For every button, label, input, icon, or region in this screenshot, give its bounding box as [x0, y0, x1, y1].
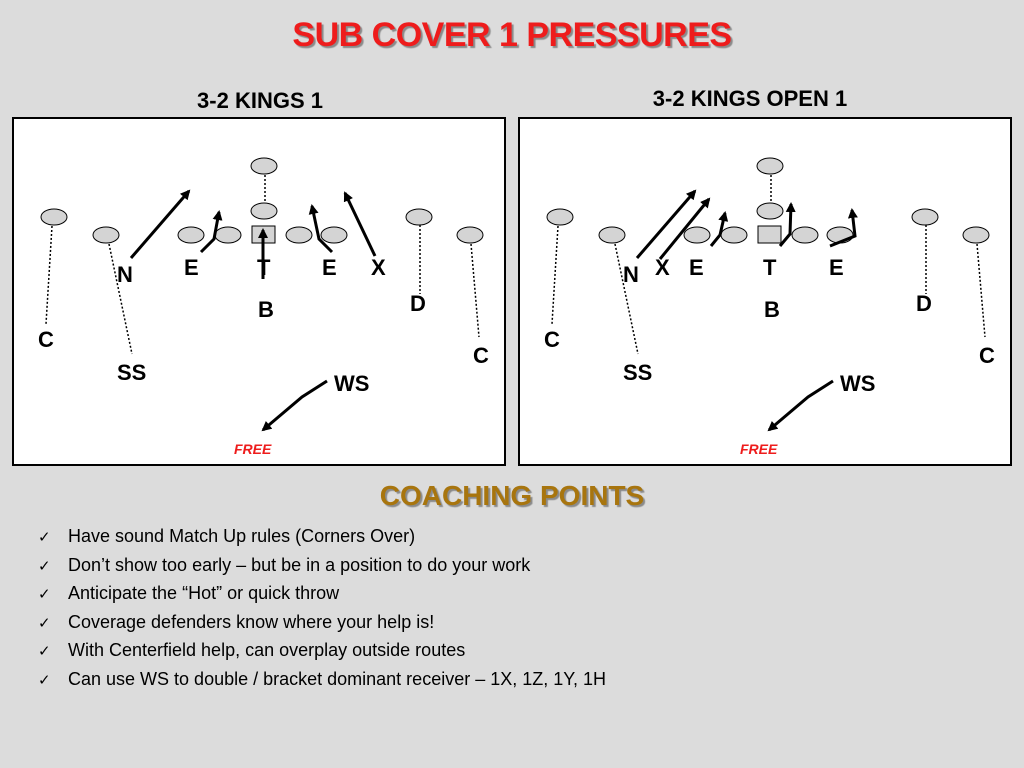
offense-player — [405, 208, 433, 226]
label-ws: WS — [334, 371, 369, 396]
play-diagram-svg: N E T E X B D C C SS WS FREE — [38, 157, 489, 457]
rush-arrow — [199, 210, 223, 254]
label-ss: SS — [117, 360, 146, 385]
list-item: ✓ Coverage defenders know where your help… — [38, 609, 606, 638]
offense-player — [285, 226, 313, 244]
list-item: ✓ Anticipate the “Hot” or quick throw — [38, 580, 606, 609]
label-ss: SS — [623, 360, 652, 385]
offense-player — [791, 226, 819, 244]
offense-player — [250, 202, 278, 220]
label-e: E — [322, 255, 337, 280]
rush-arrow — [829, 208, 858, 248]
page-title: SUB COVER 1 PRESSURES — [292, 16, 732, 54]
label-n: N — [623, 262, 639, 287]
rush-arrow — [658, 197, 711, 260]
label-free: FREE — [234, 441, 272, 457]
list-item-text: Can use WS to double / bracket dominant … — [68, 668, 606, 689]
play-diagram-svg: N X E T E B D C C SS WS FREE — [544, 157, 995, 457]
label-b: B — [258, 297, 274, 322]
label-e: E — [829, 255, 844, 280]
list-item-text: Coverage defenders know where your help … — [68, 611, 435, 632]
offense-player — [92, 226, 120, 244]
offense-player — [456, 226, 484, 244]
offense-player — [214, 226, 242, 244]
coaching-points-list: ✓ Have sound Match Up rules (Corners Over… — [38, 523, 606, 694]
rush-arrow — [709, 211, 729, 247]
offense-player — [720, 226, 748, 244]
check-mark-icon: ✓ — [38, 642, 51, 660]
list-item: ✓ With Centerfield help, can overplay out… — [38, 637, 606, 666]
coaching-points-title: COACHING POINTS — [379, 480, 645, 511]
offense-player — [756, 157, 784, 175]
offense-player — [962, 226, 990, 244]
center-player — [757, 225, 782, 244]
offense-player — [598, 226, 626, 244]
drop-arrow — [767, 379, 834, 432]
label-b: B — [764, 297, 780, 322]
coverage-line — [614, 243, 639, 355]
label-c: C — [473, 343, 489, 368]
label-ws: WS — [840, 371, 875, 396]
check-mark-icon: ✓ — [38, 670, 51, 689]
offense-player — [40, 208, 68, 226]
offense-player — [683, 226, 711, 244]
offense-player — [911, 208, 939, 226]
list-item-text: Don’t show too early – but be in a posit… — [68, 554, 531, 575]
label-d: D — [916, 291, 932, 316]
check-mark-icon: ✓ — [38, 613, 51, 632]
coverage-line — [976, 243, 986, 338]
check-mark-icon: ✓ — [38, 585, 51, 603]
offense-player — [250, 157, 278, 175]
list-item-text: With Centerfield help, can overplay outs… — [68, 640, 466, 660]
coverage-line — [108, 243, 133, 355]
label-x: X — [655, 255, 670, 280]
drop-arrow — [261, 379, 328, 432]
coverage-line — [551, 225, 559, 325]
play-diagram-kings-open-1: N X E T E B D C C SS WS FREE — [518, 117, 1012, 466]
check-mark-icon: ✓ — [38, 556, 51, 575]
list-item-text: Anticipate the “Hot” or quick throw — [68, 583, 340, 603]
rush-arrow — [308, 204, 334, 254]
list-item-text: Have sound Match Up rules (Corners Over) — [68, 526, 416, 546]
label-x: X — [371, 255, 386, 280]
list-item: ✓ Have sound Match Up rules (Corners Over… — [38, 523, 606, 552]
coverage-line — [470, 243, 480, 338]
label-e: E — [184, 255, 199, 280]
diagram-title-kings-open-1: 3-2 KINGS OPEN 1 — [652, 86, 848, 111]
label-t: T — [763, 255, 777, 280]
label-d: D — [410, 291, 426, 316]
rush-arrow — [635, 189, 697, 259]
diagram-title-kings-1: 3-2 KINGS 1 — [197, 88, 323, 113]
play-diagram-kings-1: N E T E X B D C C SS WS FREE — [12, 117, 506, 466]
list-item: ✓ Can use WS to double / bracket dominant… — [38, 666, 606, 695]
coverage-line — [45, 225, 53, 325]
label-n: N — [117, 262, 133, 287]
rush-arrow — [343, 191, 377, 257]
label-free: FREE — [740, 441, 778, 457]
offense-player — [320, 226, 348, 244]
check-mark-icon: ✓ — [38, 528, 51, 546]
label-t: T — [257, 255, 271, 280]
label-c: C — [979, 343, 995, 368]
rush-arrow — [778, 202, 796, 247]
label-c: C — [544, 327, 560, 352]
rush-arrow — [129, 189, 191, 259]
label-e: E — [689, 255, 704, 280]
label-c: C — [38, 327, 54, 352]
offense-player — [756, 202, 784, 220]
offense-player — [177, 226, 205, 244]
offense-player — [546, 208, 574, 226]
list-item: ✓ Don’t show too early – but be in a posi… — [38, 552, 606, 581]
